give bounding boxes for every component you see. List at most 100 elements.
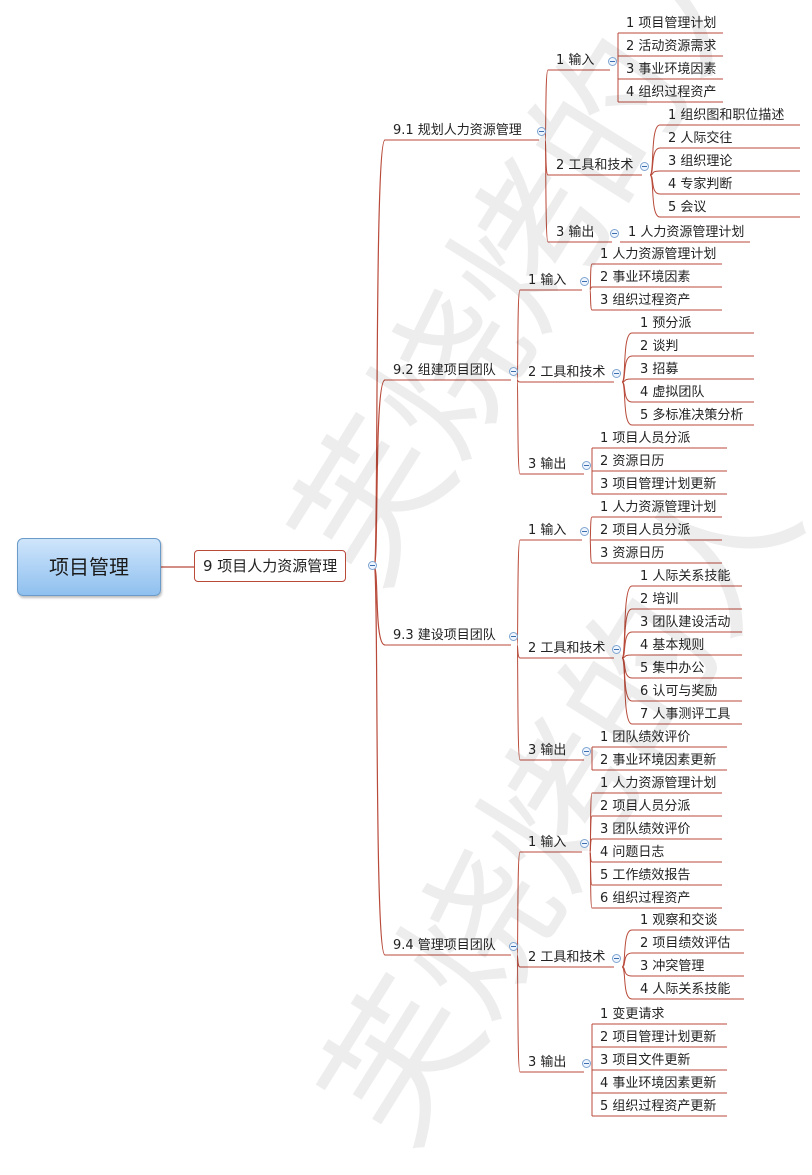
group-topic-2-3[interactable]: 3 输出 — [528, 457, 567, 472]
group-topic-2-1[interactable]: 1 输入 — [528, 273, 567, 288]
leaf-topic[interactable]: 2 项目管理计划更新 — [600, 1030, 717, 1045]
branch-topic-1[interactable]: 9.1 规划人力资源管理 — [393, 123, 522, 138]
leaf-topic[interactable]: 2 活动资源需求 — [626, 39, 717, 54]
leaf-topic[interactable]: 2 项目绩效评估 — [640, 936, 731, 951]
leaf-topic[interactable]: 1 团队绩效评价 — [600, 730, 691, 745]
leaf-topic[interactable]: 1 人力资源管理计划 — [600, 247, 717, 262]
leaf-topic[interactable]: 5 组织过程资产更新 — [600, 1099, 717, 1114]
leaf-topic[interactable]: 3 事业环境因素 — [626, 62, 717, 77]
main-topic[interactable]: 9 项目人力资源管理 — [194, 550, 347, 582]
collapse-toggle-icon[interactable] — [640, 162, 649, 171]
leaf-topic[interactable]: 5 会议 — [668, 200, 707, 215]
group-topic-1-3[interactable]: 3 输出 — [556, 225, 595, 240]
group-topic-2-2[interactable]: 2 工具和技术 — [528, 365, 606, 380]
leaf-topic[interactable]: 6 认可与奖励 — [640, 684, 718, 699]
leaf-topic[interactable]: 4 组织过程资产 — [626, 85, 717, 100]
connector — [516, 539, 521, 646]
collapse-toggle-icon[interactable] — [582, 747, 591, 756]
connector — [516, 379, 521, 475]
leaf-topic[interactable]: 1 人力资源管理计划 — [600, 776, 717, 791]
mind-map: 芙烧烤的人 芙烧烤的人 项目管理 9 项目人力资源管理 9.1 规划人力资源管理… — [17, 0, 812, 1171]
leaf-topic[interactable]: 2 事业环境因素 — [600, 270, 691, 285]
leaf-topic[interactable]: 4 事业环境因素更新 — [600, 1076, 717, 1091]
connector — [544, 69, 549, 141]
leaf-topic[interactable]: 2 事业环境因素更新 — [600, 753, 717, 768]
connector — [544, 139, 549, 243]
leaf-topic[interactable]: 3 团队绩效评价 — [600, 822, 691, 837]
collapse-toggle-icon[interactable] — [509, 942, 518, 951]
connector — [373, 139, 386, 568]
collapse-toggle-icon[interactable] — [610, 229, 619, 238]
group-topic-3-1[interactable]: 1 输入 — [528, 523, 567, 538]
leaf-topic[interactable]: 1 观察和交谈 — [640, 913, 718, 928]
connector — [373, 566, 386, 646]
leaf-topic[interactable]: 4 专家判断 — [668, 177, 733, 192]
leaf-topic[interactable]: 3 项目文件更新 — [600, 1053, 691, 1068]
leaf-topic[interactable]: 4 基本规则 — [640, 638, 705, 653]
group-topic-1-2[interactable]: 2 工具和技术 — [556, 158, 634, 173]
connector — [649, 174, 661, 218]
collapse-toggle-icon[interactable] — [580, 839, 589, 848]
leaf-topic[interactable]: 4 人际关系技能 — [640, 982, 731, 997]
leaf-topic[interactable]: 1 预分派 — [640, 316, 692, 331]
leaf-topic[interactable]: 2 人际交往 — [668, 131, 733, 146]
leaf-topic[interactable]: 2 项目人员分派 — [600, 799, 691, 814]
leaf-topic[interactable]: 1 人力资源管理计划 — [628, 225, 745, 240]
connector — [516, 289, 521, 381]
collapse-toggle-icon[interactable] — [582, 1059, 591, 1068]
connector — [621, 332, 633, 383]
group-topic-4-1[interactable]: 1 输入 — [528, 835, 567, 850]
leaf-topic[interactable]: 1 变更请求 — [600, 1007, 665, 1022]
leaf-topic[interactable]: 3 组织过程资产 — [600, 293, 691, 308]
connector — [516, 851, 521, 956]
leaf-topic[interactable]: 5 工作绩效报告 — [600, 868, 691, 883]
leaf-topic[interactable]: 3 招募 — [640, 362, 679, 377]
connector — [589, 263, 593, 291]
central-topic[interactable]: 项目管理 — [17, 538, 161, 596]
leaf-topic[interactable]: 7 人事测评工具 — [640, 707, 731, 722]
leaf-topic[interactable]: 3 项目管理计划更新 — [600, 477, 717, 492]
branch-topic-2[interactable]: 9.2 组建项目团队 — [393, 363, 496, 378]
collapse-toggle-icon[interactable] — [612, 954, 621, 963]
collapse-toggle-icon[interactable] — [580, 527, 589, 536]
leaf-topic[interactable]: 2 项目人员分派 — [600, 523, 691, 538]
leaf-topic[interactable]: 3 冲突管理 — [640, 959, 705, 974]
leaf-topic[interactable]: 2 谈判 — [640, 339, 679, 354]
collapse-toggle-icon[interactable] — [537, 127, 546, 136]
connector — [621, 381, 633, 426]
branch-topic-3[interactable]: 9.3 建设项目团队 — [393, 628, 496, 643]
collapse-toggle-icon[interactable] — [612, 369, 621, 378]
connector — [649, 124, 661, 176]
leaf-topic[interactable]: 2 培训 — [640, 592, 679, 607]
leaf-topic[interactable]: 1 组织图和职位描述 — [668, 108, 785, 123]
connector — [621, 657, 633, 725]
leaf-topic[interactable]: 1 人际关系技能 — [640, 569, 731, 584]
leaf-topic[interactable]: 1 项目管理计划 — [626, 16, 717, 31]
group-topic-3-2[interactable]: 2 工具和技术 — [528, 641, 606, 656]
leaf-topic[interactable]: 1 人力资源管理计划 — [600, 500, 717, 515]
leaf-topic[interactable]: 1 项目人员分派 — [600, 431, 691, 446]
group-topic-4-2[interactable]: 2 工具和技术 — [528, 950, 606, 965]
leaf-topic[interactable]: 4 问题日志 — [600, 845, 665, 860]
collapse-toggle-icon[interactable] — [580, 277, 589, 286]
leaf-topic[interactable]: 6 组织过程资产 — [600, 891, 691, 906]
leaf-topic[interactable]: 5 集中办公 — [640, 661, 705, 676]
collapse-toggle-icon[interactable] — [509, 367, 518, 376]
collapse-toggle-icon[interactable] — [608, 57, 617, 66]
leaf-topic[interactable]: 3 团队建设活动 — [640, 615, 731, 630]
collapse-toggle-icon[interactable] — [509, 632, 518, 641]
collapse-toggle-icon[interactable] — [612, 645, 621, 654]
collapse-toggle-icon[interactable] — [582, 461, 591, 470]
leaf-topic[interactable]: 3 资源日历 — [600, 546, 665, 561]
group-topic-3-3[interactable]: 3 输出 — [528, 743, 567, 758]
leaf-topic[interactable]: 2 资源日历 — [600, 454, 665, 469]
connector-lines — [160, 32, 800, 1117]
leaf-topic[interactable]: 5 多标准决策分析 — [640, 408, 744, 423]
connector — [621, 929, 633, 968]
collapse-toggle-icon[interactable] — [368, 561, 377, 570]
leaf-topic[interactable]: 4 虚拟团队 — [640, 385, 705, 400]
leaf-topic[interactable]: 3 组织理论 — [668, 154, 733, 169]
branch-topic-4[interactable]: 9.4 管理项目团队 — [393, 938, 496, 953]
group-topic-1-1[interactable]: 1 输入 — [556, 53, 595, 68]
group-topic-4-3[interactable]: 3 输出 — [528, 1055, 567, 1070]
